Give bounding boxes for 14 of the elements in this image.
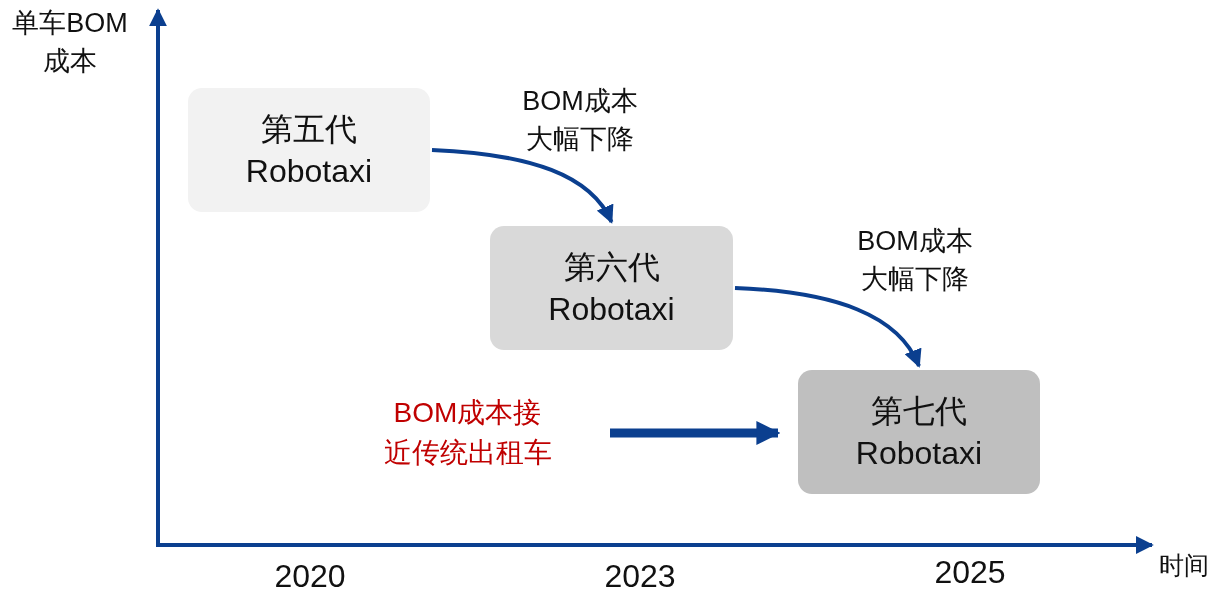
edge-label: BOM成本大幅下降 <box>856 225 974 296</box>
axis-tick-label: 2025 <box>933 553 1007 592</box>
axis-tick-label: 2023 <box>603 557 677 596</box>
arrow <box>610 421 781 445</box>
process-box: 第六代 Robotaxi <box>490 226 733 350</box>
note-text: BOM成本接近传统出租车 <box>375 392 560 474</box>
process-box: 第七代 Robotaxi <box>798 370 1040 494</box>
axis-title: 单车BOM成本 <box>11 7 129 78</box>
axis-tick-label: 2020 <box>273 557 347 596</box>
process-box: 第五代 Robotaxi <box>188 88 430 212</box>
arrow <box>734 286 921 368</box>
edge-label: BOM成本大幅下降 <box>521 85 639 156</box>
axis-title: 时间 <box>1158 550 1210 581</box>
arrow <box>431 148 614 224</box>
